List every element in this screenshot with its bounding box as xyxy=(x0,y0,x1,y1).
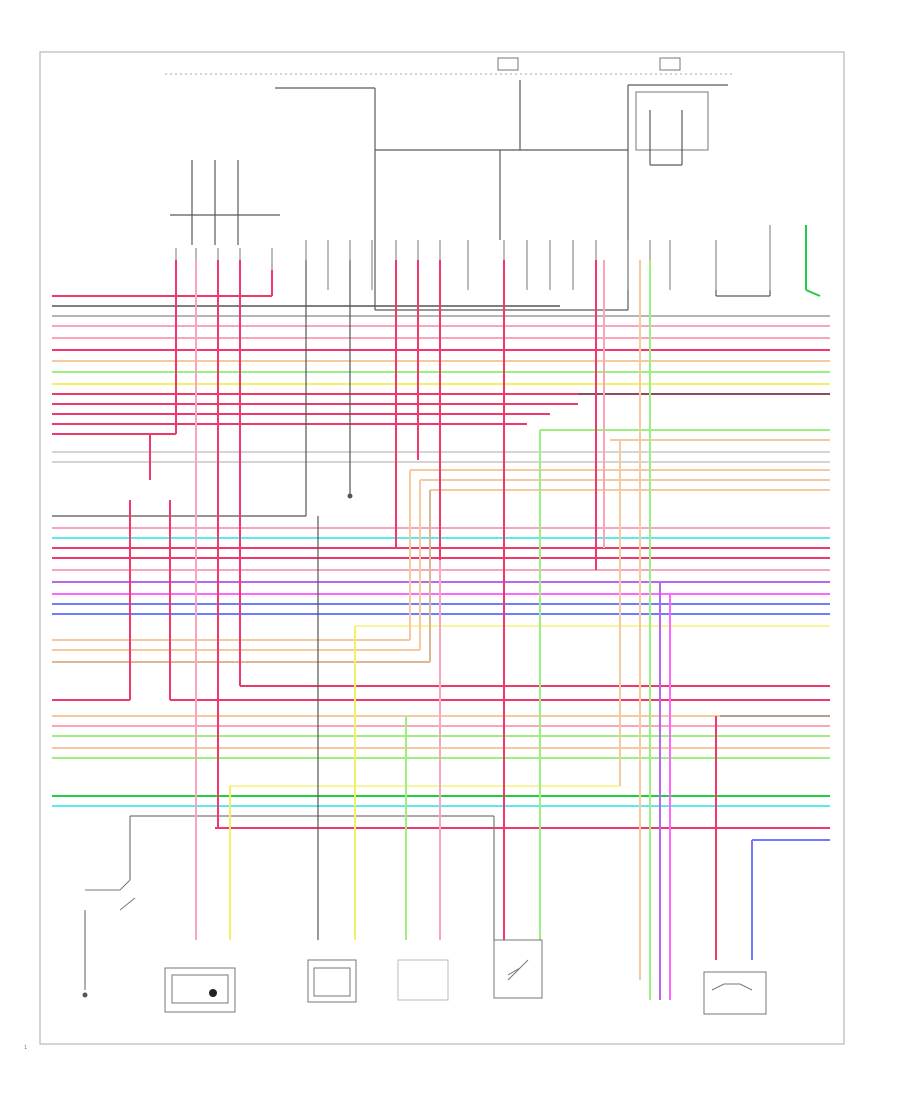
sensor-box-4 xyxy=(493,939,543,999)
left-connector-bundle xyxy=(170,160,280,245)
fuse-block-top-left xyxy=(497,57,519,71)
ground-icon xyxy=(82,992,88,998)
fuse-block-top-right xyxy=(659,57,681,71)
sensor-box-5 xyxy=(703,971,767,1015)
bottom-components xyxy=(82,910,767,1015)
right-fuse-group xyxy=(715,225,821,297)
ground-symbol-mid xyxy=(347,490,353,499)
diagram-border xyxy=(39,51,845,1045)
connector-row xyxy=(175,225,771,290)
vertical-wires xyxy=(129,260,753,1000)
relay-box xyxy=(635,91,709,151)
switch-symbol-icon xyxy=(507,959,529,981)
sensor-1-icon xyxy=(209,989,217,997)
sensor-box-3 xyxy=(397,959,449,1001)
switch-lower-left xyxy=(85,879,136,911)
relay-group xyxy=(275,80,728,311)
footer-code: 1 xyxy=(24,1045,27,1051)
